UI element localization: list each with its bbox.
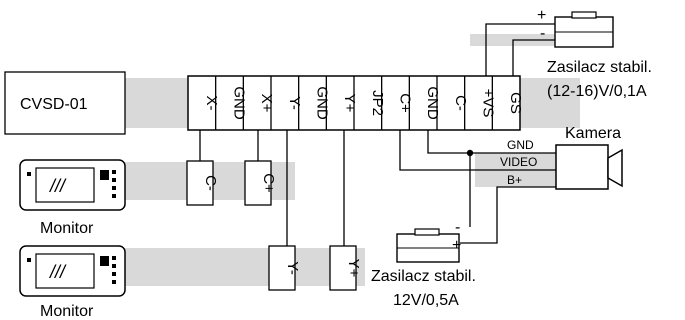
psu-bottom-icon — [396, 228, 460, 263]
camera-wire-video: VIDEO — [500, 155, 537, 169]
controller-label: CVSD-01 — [20, 96, 88, 113]
wire-vs-plus — [485, 23, 555, 76]
psu-top-minus: - — [540, 25, 545, 42]
svg-text:C+: C+ — [260, 173, 277, 193]
monitor-top-label: Monitor — [40, 220, 94, 237]
psu-bottom-minus: - — [455, 219, 460, 236]
monitor-bottom-label: Monitor — [40, 303, 94, 320]
psu-top-plus: + — [537, 7, 546, 24]
camera-wire-gnd: GND — [507, 138, 534, 152]
terminal-box-c-minus: C- — [186, 160, 219, 206]
wire-gs-minus — [512, 39, 555, 76]
camera-icon — [555, 144, 623, 190]
terminal-box-c-plus: C+ — [244, 160, 277, 206]
svg-text:Y+: Y+ — [345, 259, 362, 278]
wire-c-plus — [399, 130, 556, 171]
terminal-label: Y- — [286, 96, 303, 110]
terminal-label: GS — [507, 92, 524, 114]
monitor-top-screen: /// — [48, 176, 67, 196]
psu-top-line2: (12-16)V/0,1A — [547, 83, 647, 100]
svg-text:C-: C- — [202, 175, 219, 191]
svg-text:Y-: Y- — [284, 261, 301, 275]
terminal-label: GND — [231, 86, 248, 120]
terminal-box-y-minus: Y- — [268, 245, 301, 291]
terminal-strip: X- GND X+ Y- GND Y+ JP2 C+ GND C- +VS GS — [187, 75, 524, 131]
wire-b-plus — [460, 186, 556, 244]
terminal-label: X+ — [258, 94, 275, 113]
psu-bottom-plus: + — [452, 237, 461, 254]
terminal-label: GND — [424, 86, 441, 120]
psu-bottom-line2: 12V/0,5A — [393, 292, 459, 309]
wire-gnd-cam — [427, 130, 556, 154]
band-monitor-bottom — [125, 248, 365, 286]
terminal-label: +VS — [480, 89, 497, 118]
psu-top-icon — [554, 11, 614, 48]
monitor-top-icon: /// — [19, 159, 126, 211]
monitor-bottom-screen: /// — [48, 262, 67, 282]
terminal-label: Y+ — [341, 94, 358, 113]
controller-box — [4, 71, 126, 135]
camera-label: Kamera — [565, 125, 621, 142]
terminal-box-y-plus: Y+ — [329, 245, 362, 291]
terminal-label: GND — [314, 86, 331, 120]
camera-wire-bplus: B+ — [507, 173, 522, 187]
junction-dot — [466, 149, 474, 157]
psu-top-line1: Zasilacz stabil. — [547, 59, 652, 76]
terminal-label: JP2 — [369, 90, 386, 116]
monitor-bottom-icon: /// — [19, 245, 126, 297]
terminal-label: C+ — [397, 93, 414, 113]
terminal-label: X- — [203, 96, 220, 111]
terminal-label: C- — [452, 95, 469, 111]
psu-bottom-line1: Zasilacz stabil. — [371, 268, 476, 285]
